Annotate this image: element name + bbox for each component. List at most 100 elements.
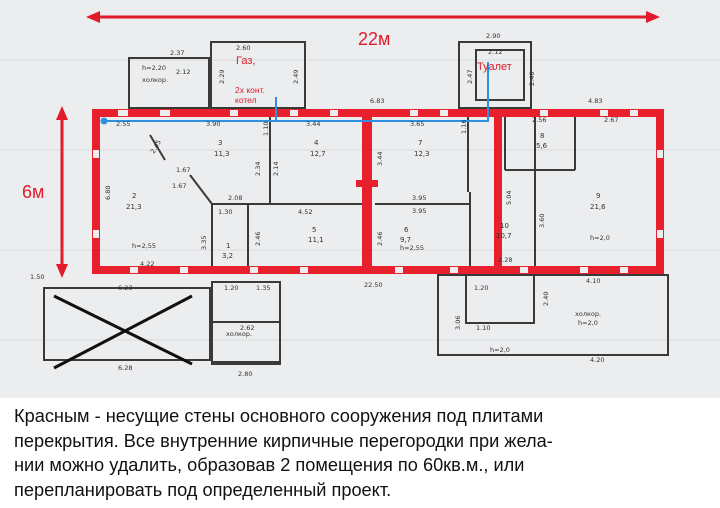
dim-label: 5.04 (505, 191, 513, 205)
dim-label: 2.40 (542, 292, 550, 306)
dim-label: 1.10 (476, 324, 490, 332)
gas-sub2: котел (235, 95, 257, 105)
corridor-label: холкор. (575, 310, 601, 318)
dim-label: 3.44 (376, 152, 384, 166)
room-num: 4 (314, 139, 319, 147)
caption-line: перекрытия. Все внутренние кирпичные пер… (14, 430, 553, 451)
dim-label: 2.47 (466, 70, 474, 84)
room-area: 3,2 (222, 252, 233, 260)
room-area: 11,1 (308, 236, 324, 244)
dim-label: 6.83 (370, 97, 384, 105)
dim-label: 2.14 (272, 162, 280, 176)
bearing-walls (92, 109, 664, 274)
room-area: 21,3 (126, 203, 142, 211)
height-labels: h=2,55 h=2,55 h=2,0 h=2,0 h=2,20 h=2,0 х… (132, 64, 610, 354)
height-arrow (56, 106, 68, 278)
dim-label: 3.44 (306, 120, 320, 128)
gas-pipe (100, 62, 489, 125)
h-label: h=2,55 (132, 242, 156, 250)
floor-plan-drawing: 22м 6м (0, 11, 720, 378)
paper-texture (0, 59, 720, 341)
dim-label: 2.55 (116, 120, 130, 128)
dim-label: 2.60 (236, 44, 250, 52)
dim-label: 2.29 (218, 70, 226, 84)
dim-label: 2.12 (176, 68, 190, 76)
room-num: 1 (226, 242, 230, 250)
dim-label: 1.67 (172, 182, 186, 190)
dim-label: 3.06 (454, 316, 462, 330)
gas-sub1: 2х конт. (235, 85, 265, 95)
room-num: 8 (540, 132, 544, 140)
room-num: 3 (218, 139, 222, 147)
room-num: 5 (312, 226, 316, 234)
dim-label: 4.20 (590, 356, 604, 364)
room-area: 21,6 (590, 203, 606, 211)
dim-label: 3.35 (200, 236, 208, 250)
caption-line: перепланировать под определенный проект. (14, 479, 392, 500)
corridor-label: холкор. (142, 76, 168, 84)
dim-label: 2.34 (254, 162, 262, 176)
room-num: 6 (404, 226, 409, 234)
room-area: 11,3 (214, 150, 230, 158)
h-label: h=2,0 (490, 346, 510, 354)
dimension-labels: 2.37 2.60 2.12 2.90 2.12 6.83 4.83 2.55 … (30, 32, 618, 378)
dim-label: 2.62 (240, 324, 254, 332)
room-area: 9,7 (400, 236, 411, 244)
dim-label: 2.28 (498, 256, 512, 264)
dim-label: 2.90 (486, 32, 500, 40)
dim-label: 4.83 (588, 97, 602, 105)
caption: Красным - несущие стены основного сооруж… (0, 398, 720, 508)
toilet-label: Туалет (477, 61, 512, 73)
dim-label: 4.10 (586, 277, 600, 285)
annex-walls (43, 41, 669, 365)
dim-label: 1.67 (176, 166, 190, 174)
dim-label: 2.37 (170, 49, 184, 57)
width-label: 22м (358, 29, 390, 49)
room-area: 12,3 (414, 150, 430, 158)
dim-label: 2.40 (528, 72, 536, 86)
width-arrow (86, 11, 660, 23)
dim-label: 1.50 (30, 273, 44, 281)
dim-label: 2.49 (292, 70, 300, 84)
dim-label: 3.95 (412, 194, 426, 202)
dim-label: 1.30 (218, 208, 232, 216)
wall-openings (93, 110, 663, 273)
h-label: h=2,0 (578, 319, 598, 327)
dim-label: 3.60 (538, 214, 546, 228)
room-area: 5,6 (536, 142, 548, 150)
gas-label: Газ, (236, 55, 255, 67)
caption-line: нии можно удалить, образовав 2 помещения… (14, 455, 525, 475)
dim-label: 2.08 (228, 194, 242, 202)
room-num: 7 (418, 139, 422, 147)
dim-label: 6.28 (118, 364, 132, 372)
h-label: h=2,20 (142, 64, 166, 72)
dim-label: 2.46 (254, 232, 262, 246)
dim-label: 3.95 (412, 207, 426, 215)
dim-label: 1.35 (256, 284, 270, 292)
room-num: 10 (500, 222, 509, 230)
height-label: 6м (22, 182, 44, 202)
removed-room-cross (53, 294, 193, 370)
room-labels: 3 11,3 4 12,7 7 12,3 8 5,6 2 21,3 9 21,6… (126, 132, 606, 260)
dim-label: 6.23 (118, 284, 132, 292)
dim-label: 1.10 (262, 122, 270, 136)
dim-label: 6.80 (104, 186, 112, 200)
caption-line: Красным - несущие стены основного сооруж… (14, 406, 544, 426)
dim-label: 4.22 (140, 260, 154, 268)
dim-label: 1.16 (460, 120, 468, 134)
dim-label: 3.90 (206, 120, 220, 128)
dim-label: 2.67 (604, 116, 618, 124)
dim-label: 3.65 (410, 120, 424, 128)
dim-label: 2.46 (376, 232, 384, 246)
h-label: h=2,55 (400, 244, 424, 252)
dim-label: 2.12 (488, 48, 502, 56)
h-label: h=2,0 (590, 234, 610, 242)
dim-label: 1.20 (224, 284, 238, 292)
dim-label: 2.56 (532, 116, 546, 124)
room-num: 2 (132, 192, 136, 200)
dim-label: 1.20 (474, 284, 488, 292)
corridor-label: холкор. (226, 330, 252, 338)
dim-label: 22.50 (364, 281, 383, 289)
room-area: 10,7 (496, 232, 512, 240)
dim-label: 2.80 (238, 370, 252, 378)
